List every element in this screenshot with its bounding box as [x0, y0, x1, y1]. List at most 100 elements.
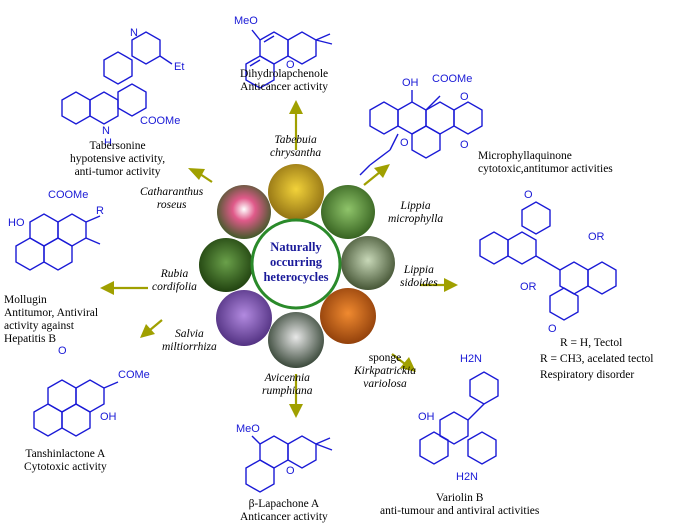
group-coome: COOMe: [432, 73, 472, 85]
arrow-to-tectol: [420, 278, 458, 292]
plant-sponge-line2: Kirkpatrickia: [354, 365, 416, 377]
mollugin-activity-2: activity against: [4, 320, 74, 332]
arrow-to-microphyllaquinone: [363, 164, 390, 186]
plant-sponge-line1: sponge: [368, 352, 402, 364]
keto-o-bottom: O: [460, 139, 469, 151]
tectol-o-top: O: [524, 189, 533, 201]
keto-o-top: O: [460, 91, 469, 103]
tanshin-come: COMe: [118, 369, 150, 381]
arrow-to-dihydrolapachenole: [289, 100, 303, 150]
mollugin-coome: COOMe: [48, 189, 88, 201]
mollugin-name: Mollugin: [4, 294, 47, 306]
plant-salvia-line1: Salvia: [175, 328, 204, 340]
label-microphyllaquinone: Microphyllaquinone cytotoxic,antitumor a…: [478, 150, 613, 176]
plant-label-rubia: Rubia cordifolia: [152, 268, 197, 294]
plant-label-tabebuia: Tabebuia chrysantha: [270, 134, 321, 160]
arrow-to-variolin: [391, 353, 416, 372]
dihydrolapachenole-activity: Anticancer activity: [240, 81, 328, 93]
tabersonine-coome: COOMe: [140, 115, 180, 127]
plant-photo-lippia-microphylla: [321, 185, 375, 239]
tectol-or-2: OR: [520, 281, 537, 293]
plant-salvia-line2: miltiorrhiza: [162, 341, 217, 353]
lapachone-meo: MeO: [236, 423, 260, 435]
tanshin-oxo: O: [58, 345, 67, 357]
lapachone-activity: Anticancer activity: [240, 511, 328, 523]
center-label: Naturally occurring heterocycles: [254, 240, 338, 285]
plant-catharanthus-line1: Catharanthus: [140, 186, 204, 198]
mollugin-r: R: [96, 205, 104, 217]
label-mollugin: Mollugin Antitumor, Antiviral activity a…: [4, 294, 98, 346]
label-dihydrolapachenole: Dihydrolapchenole Anticancer activity: [240, 68, 328, 94]
tabersonine-h: H: [104, 137, 112, 149]
oxygen-label: O: [286, 59, 295, 71]
arrow-to-mollugin: [100, 281, 148, 295]
variolin-name: Variolin B: [435, 492, 484, 504]
plant-rubia-line1: Rubia: [160, 268, 189, 280]
amine-bottom: H2N: [456, 471, 478, 483]
structure-microphyllaquinone: OH COOMe O O O: [359, 73, 483, 176]
center-circle: [250, 218, 342, 310]
structure-tanshinlactone: O COMe OH: [33, 345, 150, 437]
lapachone-o: O: [286, 465, 295, 477]
hydroxy: OH: [418, 411, 435, 423]
structure-lapachone: MeO O: [236, 423, 333, 493]
mollugin-activity-1: Antitumor, Antiviral: [4, 307, 99, 319]
structure-tabersonine: Et COOMe N H N: [61, 27, 184, 149]
amine-top: H2N: [460, 353, 482, 365]
dihydrolapachenole-name: Dihydrolapchenole: [240, 68, 329, 80]
lapachone-name: β-Lapachone A: [248, 498, 320, 510]
plant-rubia-line2: cordifolia: [152, 281, 197, 293]
tabersonine-nh: N: [102, 125, 110, 137]
plant-avicennia-line1: Avicennia: [264, 372, 310, 384]
plant-lippia-m-line1: Lippia: [400, 200, 431, 212]
tectol-or-1: OR: [588, 231, 605, 243]
structure-tectol: O OR OR O: [479, 189, 617, 335]
plant-label-sponge: sponge Kirkpatrickia variolosa: [354, 352, 416, 391]
center-line-2: occurring: [269, 255, 323, 269]
plant-lippia-s-line2: sidoides: [400, 277, 438, 289]
plant-tabebuia-line1: Tabebuia: [274, 134, 317, 146]
plant-lippia-s-line1: Lippia: [403, 264, 434, 276]
tectol-o-bottom: O: [548, 323, 557, 335]
tanshinlactone-name: Tanshinlactone A: [25, 448, 106, 460]
label-tabersonine: Tabersonine hypotensive activity, anti-t…: [70, 140, 165, 179]
plant-tabebuia-line2: chrysantha: [270, 147, 322, 159]
group-oh: OH: [402, 77, 419, 89]
tabersonine-et: Et: [174, 61, 184, 73]
structure-variolin: H2N OH H2N: [418, 353, 499, 483]
structure-dihydrolapachenole: MeO O: [234, 15, 333, 89]
plant-photo-tabebuia: [268, 164, 324, 220]
tabersonine-n-top: N: [130, 27, 138, 39]
plant-label-lippia-sidoides: Lippia sidoides: [400, 264, 438, 290]
plant-sponge-line3: variolosa: [363, 378, 407, 390]
plant-label-catharanthus: Catharanthus roseus: [140, 186, 203, 212]
microphyllaquinone-name: Microphyllaquinone: [478, 150, 572, 162]
plant-photo-rubia: [199, 238, 253, 292]
center-line-3: heterocycles: [263, 270, 329, 284]
tabersonine-activity-1: hypotensive activity,: [70, 153, 166, 165]
center-line-1: Naturally: [270, 240, 322, 254]
plant-lippia-m-line2: microphylla: [388, 213, 444, 225]
tabersonine-activity-2: anti-tumor activity: [74, 166, 161, 178]
microphyllaquinone-activity: cytotoxic,antitumor activities: [478, 163, 613, 175]
arrow-to-lapachone: [289, 374, 303, 418]
tectol-r1: R = H, Tectol: [560, 337, 622, 349]
tabersonine-name: Tabersonine: [89, 140, 146, 152]
arrows: [100, 100, 458, 418]
structure-mollugin: COOMe HO R: [8, 189, 104, 271]
plant-label-avicennia: Avicennia rumphiana: [262, 372, 312, 398]
label-tanshinlactone: Tanshinlactone A Cytotoxic activity: [24, 448, 107, 474]
plant-photo-avicennia: [268, 312, 324, 368]
tanshinlactone-activity: Cytotoxic activity: [24, 461, 107, 473]
variolin-activity: anti-tumour and antiviral activities: [380, 505, 540, 517]
plant-photos: [199, 164, 395, 368]
label-variolin: Variolin B anti-tumour and antiviral act…: [380, 492, 539, 518]
plant-label-salvia: Salvia miltiorrhiza: [162, 328, 217, 354]
mollugin-activity-3: Hepatitis B: [4, 333, 57, 345]
plant-catharanthus-line2: roseus: [156, 199, 187, 211]
arrow-to-tabersonine: [188, 168, 213, 183]
tectol-activity: Respiratory disorder: [540, 369, 634, 381]
plant-label-lippia-microphylla: Lippia microphylla: [388, 200, 443, 226]
label-lapachone: β-Lapachone A Anticancer activity: [240, 498, 328, 524]
